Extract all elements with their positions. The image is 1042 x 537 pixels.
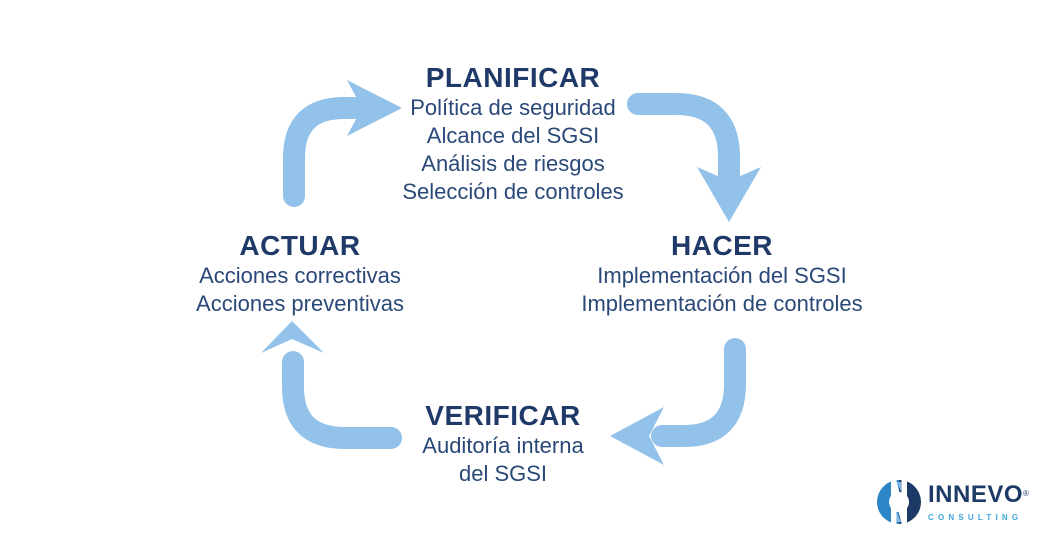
stage-hacer-title: HACER [670, 230, 774, 261]
arrow-planificar-to-hacer [627, 93, 761, 222]
brand-tagline: CONSULTING [928, 512, 1023, 522]
stage-actuar: ACTUAR Acciones correctivas Acciones pre… [196, 229, 404, 318]
registered-trademark-icon: ® [1023, 488, 1029, 498]
stage-planificar-item: Política de seguridad [410, 95, 616, 120]
innevo-logo: INNEVO® CONSULTING [877, 480, 1029, 524]
stage-verificar-item: del SGSI [458, 461, 548, 486]
stage-verificar-title: VERIFICAR [425, 400, 581, 431]
arrow-verificar-to-actuar [261, 321, 402, 449]
innevo-logo-text: INNEVO® CONSULTING [928, 480, 1029, 522]
stage-planificar-title: PLANIFICAR [425, 62, 601, 93]
stage-hacer: HACER Implementación del SGSI Implementa… [581, 229, 862, 318]
stage-actuar-item: Acciones correctivas [199, 263, 401, 288]
stage-actuar-item: Acciones preventivas [196, 291, 404, 316]
stage-planificar-item: Análisis de riesgos [421, 151, 605, 176]
stage-hacer-item: Implementación del SGSI [597, 263, 847, 288]
stage-planificar: PLANIFICAR Política de seguridad Alcance… [402, 61, 623, 206]
stage-planificar-item: Selección de controles [402, 179, 624, 204]
innevo-logo-icon [877, 480, 921, 524]
arrow-actuar-to-planificar [283, 80, 402, 207]
arrow-hacer-to-verificar [610, 338, 746, 465]
brand-name: INNEVO [928, 480, 1024, 508]
stage-hacer-item: Implementación de controles [581, 291, 863, 316]
stage-verificar-item: Auditoría interna [422, 433, 584, 458]
stage-verificar: VERIFICAR Auditoría interna del SGSI [422, 399, 583, 488]
stage-planificar-item: Alcance del SGSI [426, 123, 600, 148]
stage-actuar-title: ACTUAR [239, 230, 361, 261]
